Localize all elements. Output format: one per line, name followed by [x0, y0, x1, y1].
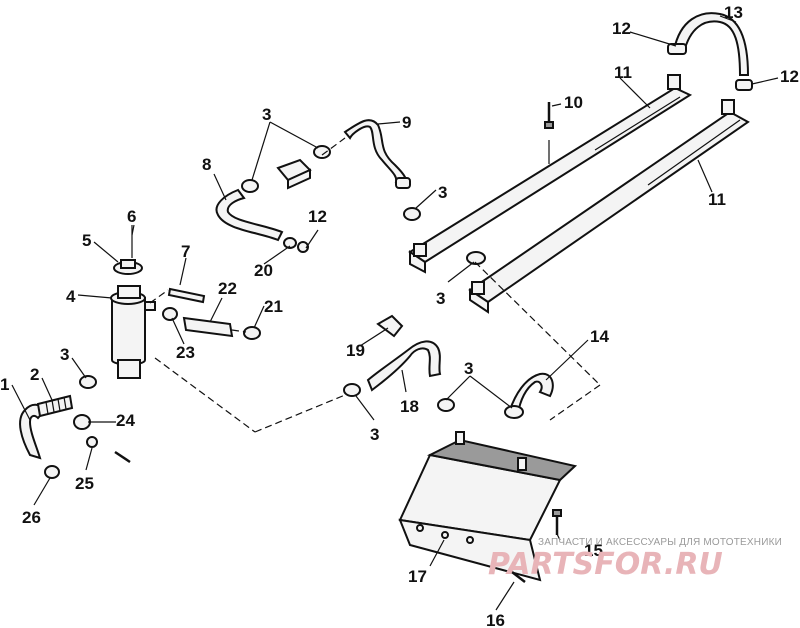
- callout-21: 21: [264, 297, 283, 316]
- hose-2-corrugated: [36, 394, 74, 418]
- callout-10: 10: [564, 93, 583, 112]
- screw-15: [552, 509, 562, 535]
- clamp-26: [44, 465, 60, 479]
- expansion-tank-4: [110, 285, 156, 379]
- callout-26: 26: [22, 508, 41, 527]
- callout-13: 13: [724, 3, 743, 22]
- callout-3-left: 3: [60, 345, 69, 364]
- callout-23: 23: [176, 343, 195, 362]
- hose-9: [343, 119, 411, 189]
- callout-labels: 1 2 3 4 5 6 7 8 3 9 10 11 11 12 13 12 3 …: [0, 3, 799, 628]
- callout-15: 15: [584, 541, 603, 560]
- callout-6: 6: [127, 207, 136, 226]
- callout-2: 2: [30, 365, 39, 384]
- watermark: ЗАПЧАСТИ И АКСЕССУАРЫ ДЛЯ МОТОТЕХНИКИ PA…: [488, 537, 782, 582]
- hose-8: [215, 188, 284, 242]
- callout-25: 25: [75, 474, 94, 493]
- callout-17: 17: [408, 567, 427, 586]
- cap-5: [113, 259, 143, 275]
- washer-25: [86, 436, 131, 464]
- callout-22: 22: [218, 279, 237, 298]
- callout-3-mid: 3: [438, 183, 447, 202]
- callout-3-lower-mid: 3: [464, 359, 473, 378]
- clamp-24: [73, 414, 91, 430]
- leader-lines: [11, 15, 779, 611]
- clamp-3-upper: [241, 145, 421, 221]
- callout-8: 8: [202, 155, 211, 174]
- heat-exchanger-lower: [468, 99, 750, 314]
- callout-4: 4: [66, 287, 76, 306]
- callout-3-right: 3: [436, 289, 445, 308]
- clamp-21: [243, 326, 261, 340]
- callout-12-right: 12: [780, 67, 799, 86]
- tee-19: [376, 314, 404, 338]
- hose-18: [366, 340, 442, 392]
- heat-exchanger-upper: [408, 74, 693, 274]
- pipe-7: [167, 287, 206, 304]
- callout-16: 16: [486, 611, 505, 628]
- callout-24: 24: [116, 411, 135, 430]
- callout-1: 1: [0, 375, 9, 394]
- heat-exchanger-box-17: [398, 431, 578, 582]
- clamp-3-center: [343, 251, 486, 412]
- t-connector: [276, 158, 312, 190]
- callout-3-top: 3: [262, 105, 271, 124]
- callout-19: 19: [346, 341, 365, 360]
- callout-9: 9: [402, 113, 411, 132]
- hose-22: [182, 316, 234, 338]
- callout-5: 5: [82, 231, 91, 250]
- watermark-caption: ЗАПЧАСТИ И АКСЕССУАРЫ ДЛЯ МОТОТЕХНИКИ: [538, 537, 782, 548]
- clamp-3-left: [79, 375, 97, 389]
- clamp-12-20: [283, 237, 309, 253]
- hose-1: [19, 403, 47, 460]
- callout-7: 7: [181, 242, 190, 261]
- screw-16: [511, 571, 526, 583]
- callout-12-mid: 12: [308, 207, 327, 226]
- hose-14: [504, 372, 554, 419]
- callout-18: 18: [400, 397, 419, 416]
- callout-12-top-left: 12: [612, 19, 631, 38]
- bolt-10: [544, 102, 554, 129]
- clamp-23: [162, 307, 178, 321]
- callout-20: 20: [254, 261, 273, 280]
- connection-lines: [149, 137, 601, 433]
- callout-14: 14: [590, 327, 609, 346]
- hose-13: [667, 12, 753, 91]
- callout-11-upper: 11: [614, 63, 632, 82]
- watermark-logo: PARTSFOR.RU: [488, 547, 723, 582]
- callout-11-lower: 11: [708, 190, 726, 209]
- callout-3-bottom: 3: [370, 425, 379, 444]
